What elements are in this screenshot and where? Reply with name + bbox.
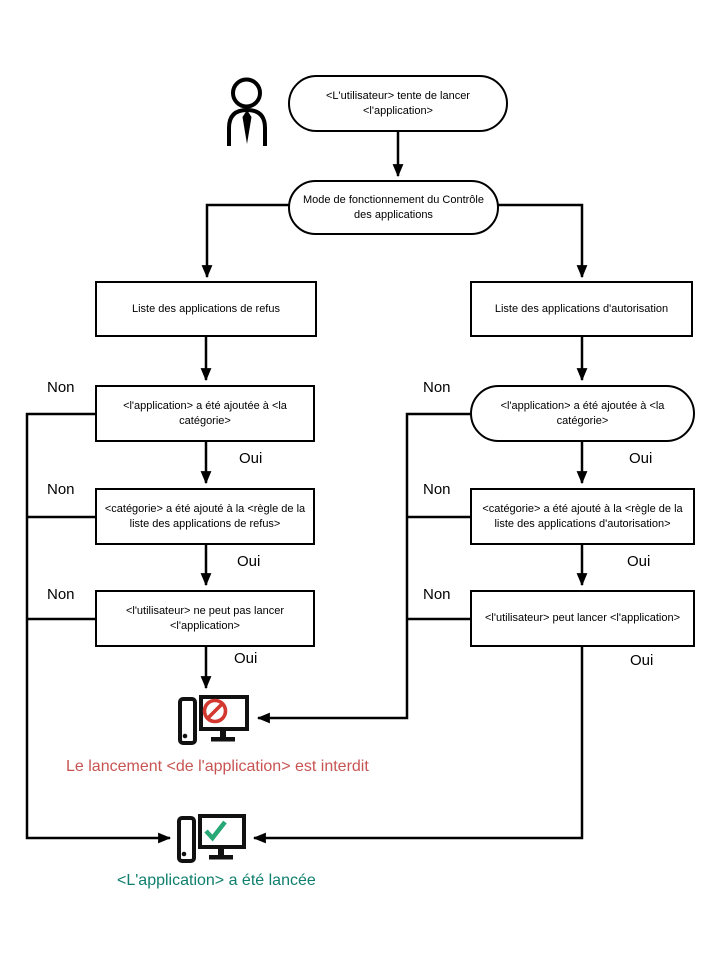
node-deny-result: <l'utilisateur> ne peut pas lancer <l'ap… [95,590,315,647]
node-allow-list-label: Liste des applications d'autorisation [494,302,669,315]
node-deny-app-in-category-label: <l'application> a été ajoutée à <la caté… [123,399,287,427]
node-mode-label: Mode de fonctionnement du Contrôle des a… [302,193,484,221]
branch-label-oui: Oui [239,450,263,467]
branch-label-non: Non [423,379,451,396]
branch-label-oui: Oui [630,652,654,669]
node-deny-list: Liste des applications de refus [95,281,317,337]
branch-label-non: Non [47,481,75,498]
node-mode: Mode de fonctionnement du Contrôle des a… [288,180,499,235]
launched-computer-icon [176,814,248,866]
node-deny-list-label: Liste des applications de refus [132,302,280,315]
branch-label-oui: Oui [234,650,258,667]
branch-label-non: Non [423,481,451,498]
node-allow-result-label: <l'utilisateur> peut lancer <l'applicati… [485,612,680,625]
branch-label-non: Non [423,586,451,603]
node-deny-app-in-category: <l'application> a été ajoutée à <la caté… [95,385,315,442]
branch-label-oui: Oui [629,450,653,467]
node-allow-app-in-category: <l'application> a été ajoutée à <la caté… [470,385,695,442]
branch-label-oui: Oui [237,553,261,570]
launched-outcome-text: <L'application> a été lancée [117,872,316,889]
prohibition-icon [202,698,228,724]
node-deny-category-in-rule: <catégorie> a été ajouté à la <règle de … [95,488,315,545]
node-deny-result-label: <l'utilisateur> ne peut pas lancer <l'ap… [125,604,285,632]
node-deny-category-in-rule-label: <catégorie> a été ajouté à la <règle de … [104,502,306,530]
user-icon [227,76,267,148]
blocked-computer-icon [177,694,251,748]
branch-label-non: Non [47,379,75,396]
node-start: <L'utilisateur> tente de lancer <l'appli… [288,75,508,132]
node-allow-category-in-rule-label: <catégorie> a été ajouté à la <règle de … [482,502,683,530]
node-start-label: <L'utilisateur> tente de lancer <l'appli… [326,89,470,117]
node-allow-result: <l'utilisateur> peut lancer <l'applicati… [470,590,695,647]
node-allow-list: Liste des applications d'autorisation [470,281,693,337]
branch-label-oui: Oui [627,553,651,570]
checkmark-icon [204,820,227,842]
node-allow-category-in-rule: <catégorie> a été ajouté à la <règle de … [470,488,695,545]
forbidden-outcome-text: Le lancement <de l'application> est inte… [66,758,369,775]
branch-label-non: Non [47,586,75,603]
node-allow-app-in-category-label: <l'application> a été ajoutée à <la caté… [500,399,665,427]
